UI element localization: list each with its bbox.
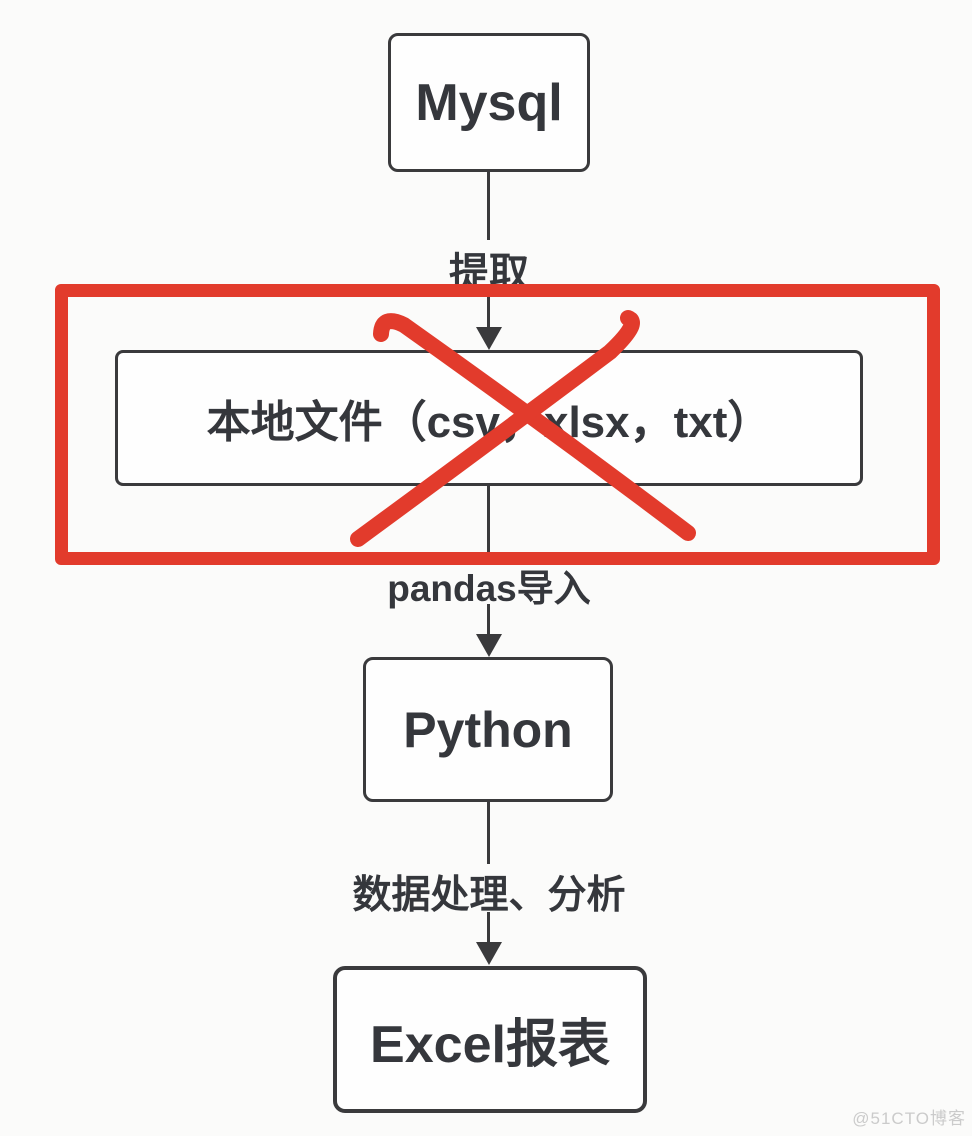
node-excel-report-label: Excel报表: [370, 1016, 610, 1074]
edge-label-processing-analysis: 数据处理、分析: [352, 874, 626, 917]
node-python-label: Python: [403, 701, 573, 758]
node-mysql-label: Mysql: [415, 73, 563, 132]
connector-line-mysql-to-label: [487, 172, 490, 240]
node-mysql: Mysql: [388, 33, 590, 172]
edge-label-extract: 提取: [449, 251, 529, 295]
node-local-files-label: 本地文件（csv，xlsx，txt）: [206, 398, 772, 447]
arrowhead-down-icon: [476, 634, 502, 657]
arrowhead-down-icon: [476, 942, 502, 965]
connector-line-local-files-to-label: [487, 486, 490, 558]
connector-line-label-to-local-files: [487, 296, 490, 330]
node-local-files: 本地文件（csv，xlsx，txt）: [115, 350, 863, 486]
connector-line-python-to-label: [487, 802, 490, 864]
node-python: Python: [363, 657, 613, 802]
arrowhead-down-icon: [476, 327, 502, 350]
node-excel-report: Excel报表: [333, 966, 647, 1113]
edge-label-pandas-import: pandas导入: [387, 568, 591, 609]
connector-line-label-to-python: [487, 604, 490, 636]
watermark: @51CTO博客: [852, 1109, 966, 1128]
connector-line-label-to-excel: [487, 912, 490, 943]
